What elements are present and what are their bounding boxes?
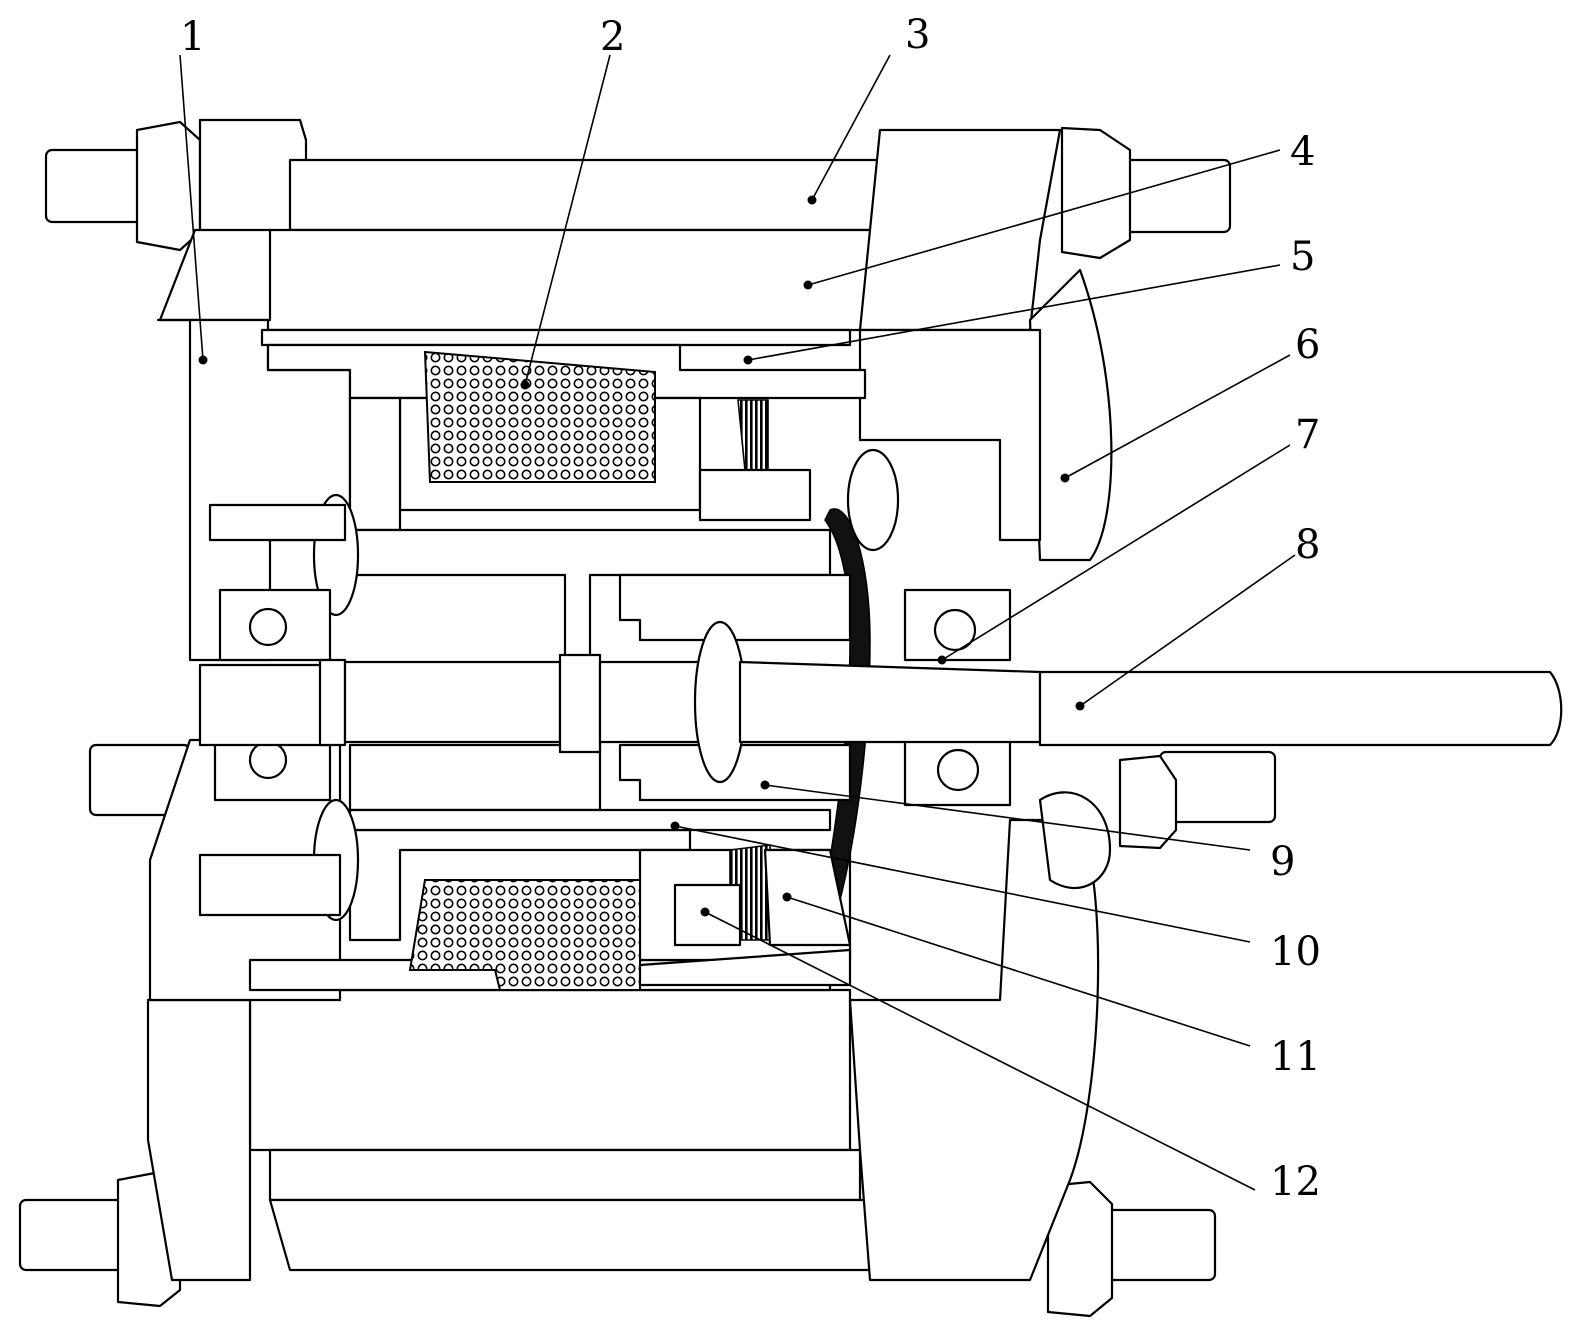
callout-7: 7 — [1295, 412, 1320, 458]
callout-3: 3 — [905, 12, 930, 58]
callout-6: 6 — [1295, 322, 1320, 368]
callout-10: 10 — [1270, 929, 1321, 975]
callout-12: 12 — [1270, 1159, 1321, 1205]
callout-4: 4 — [1290, 129, 1315, 175]
callout-8: 8 — [1295, 522, 1320, 568]
callout-9: 9 — [1270, 839, 1295, 885]
winding-coil-top — [425, 352, 655, 482]
callout-1: 1 — [180, 14, 205, 60]
callout-5: 5 — [1290, 234, 1315, 280]
callout-2: 2 — [600, 14, 625, 60]
callout-11: 11 — [1270, 1034, 1321, 1080]
